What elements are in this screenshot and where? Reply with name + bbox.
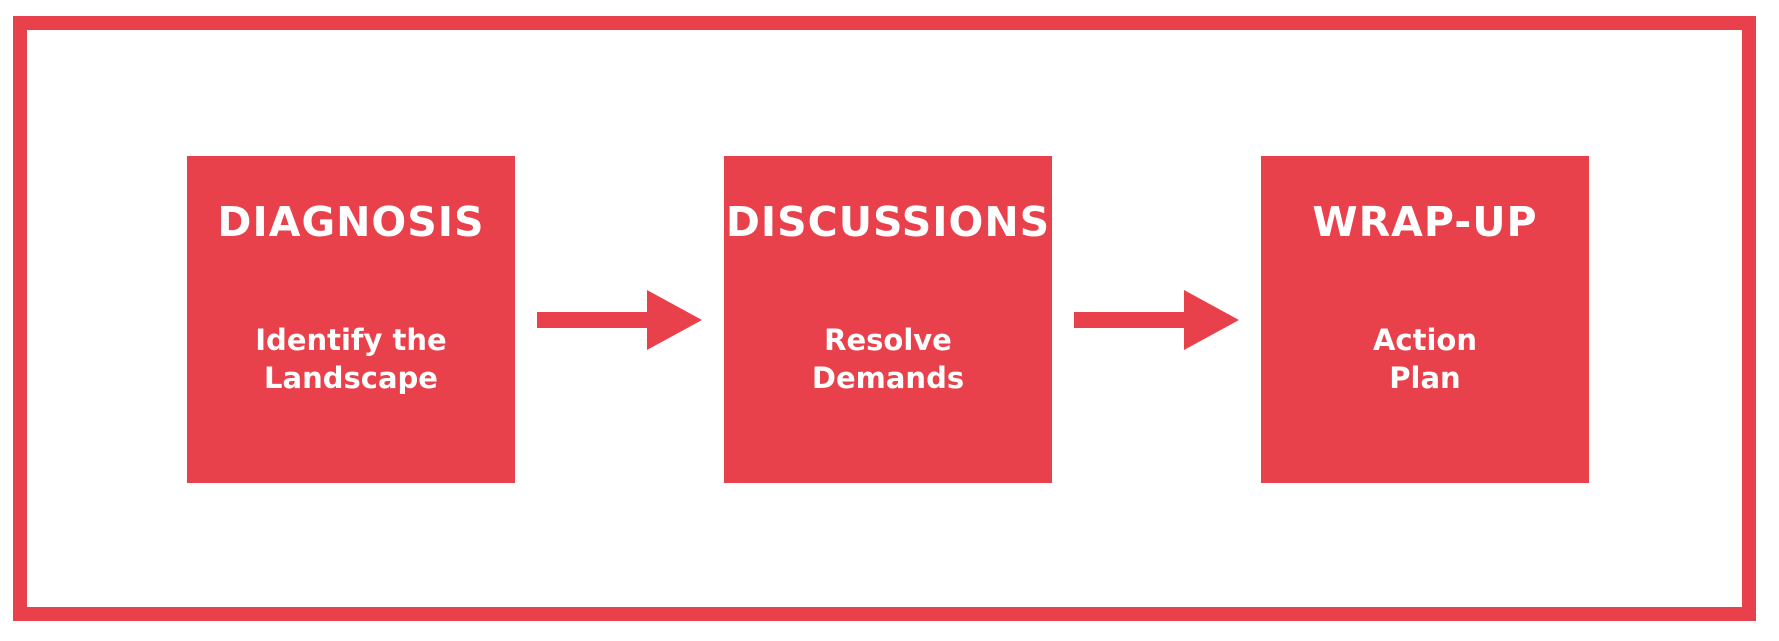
step-title: DIAGNOSIS	[217, 198, 485, 246]
step-subtitle-line: Landscape	[264, 361, 438, 395]
step-subtitle: Identify the Landscape	[207, 321, 495, 397]
step-discussions: DISCUSSIONS Resolve Demands	[724, 156, 1052, 483]
step-subtitle-line: Resolve	[824, 323, 952, 357]
step-title: DISCUSSIONS	[725, 198, 1051, 246]
step-subtitle: Resolve Demands	[744, 321, 1032, 397]
step-subtitle-line: Plan	[1389, 361, 1461, 395]
step-subtitle-line: Demands	[811, 361, 965, 395]
step-subtitle-line: Action	[1372, 323, 1477, 357]
step-subtitle: Action Plan	[1281, 321, 1569, 397]
step-title: WRAP-UP	[1312, 198, 1538, 246]
outer-frame	[13, 16, 1756, 621]
step-subtitle-line: Identify the	[255, 323, 447, 357]
arrow-right-icon	[537, 290, 702, 350]
arrow-right-icon	[1074, 290, 1239, 350]
step-diagnosis: DIAGNOSIS Identify the Landscape	[187, 156, 515, 483]
step-wrap-up: WRAP-UP Action Plan	[1261, 156, 1589, 483]
